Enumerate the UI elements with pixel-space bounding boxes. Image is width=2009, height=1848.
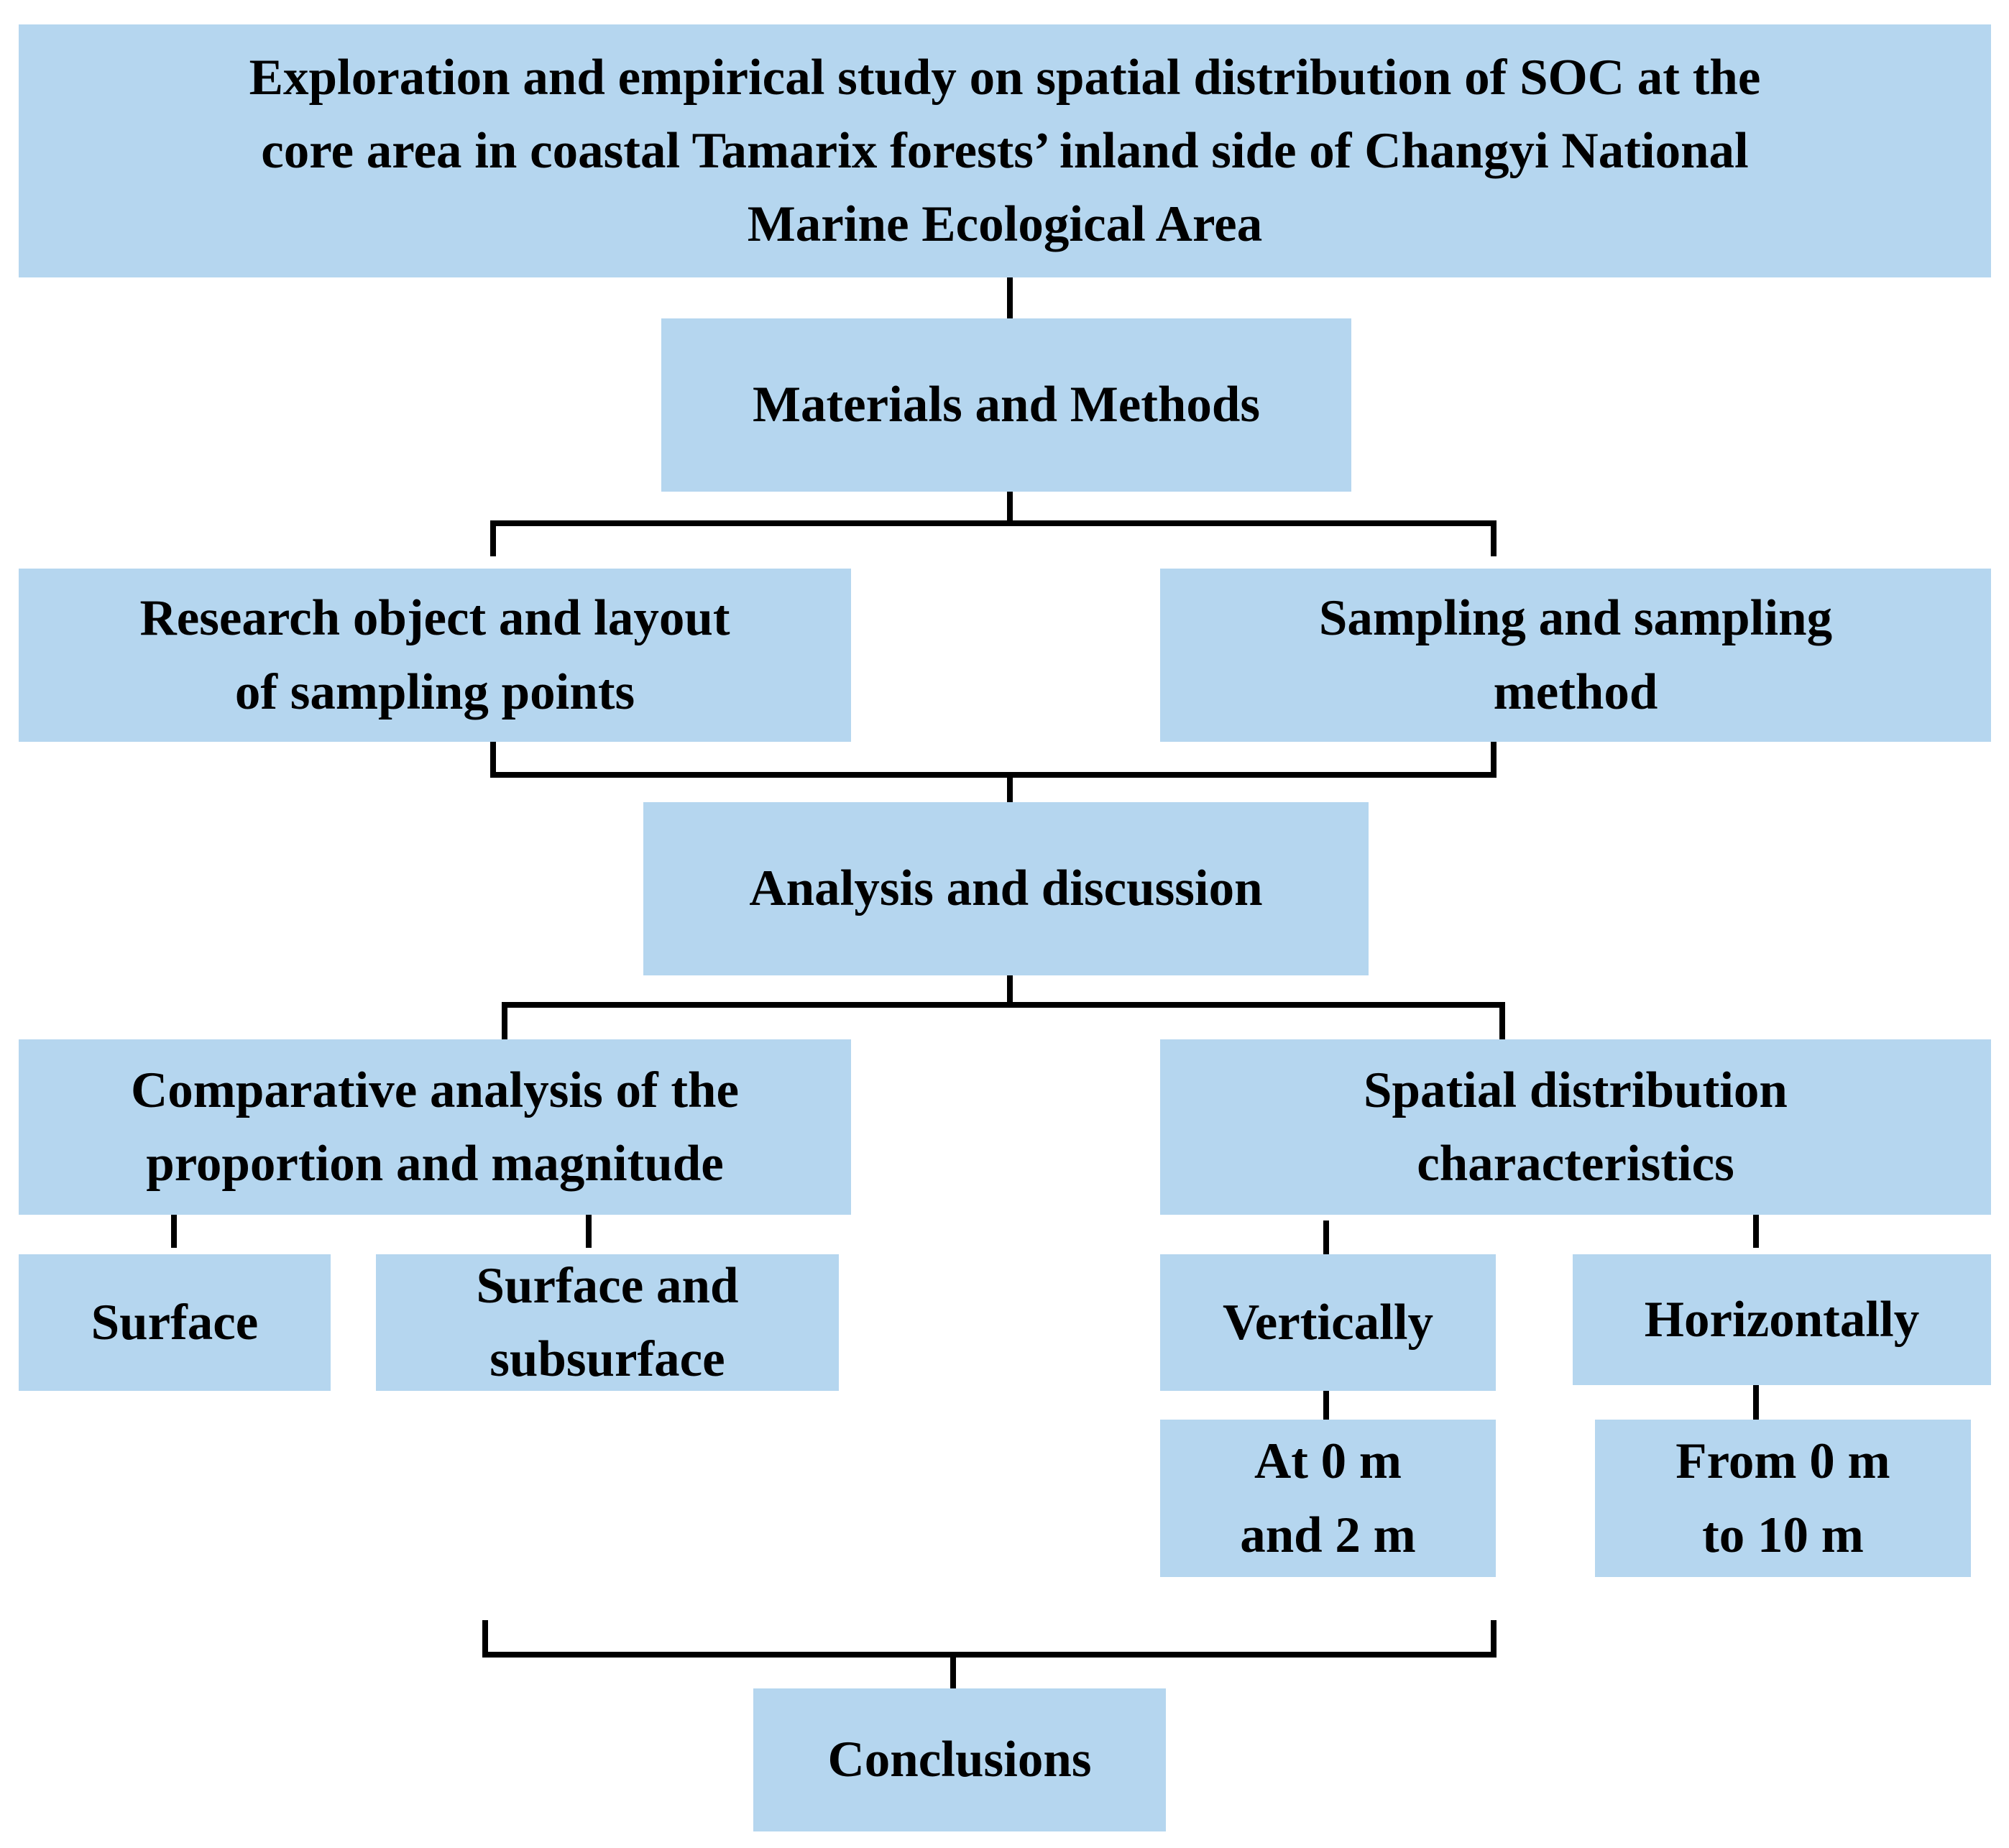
spatial-distribution-line-1: Spatial distribution: [1364, 1062, 1788, 1118]
title-line-3: Marine Ecological Area: [747, 196, 1263, 253]
analysis-discussion-label: Analysis and discussion: [749, 860, 1263, 917]
vertically-box: Vertically: [1160, 1254, 1496, 1391]
spatial-distribution-line-2: characteristics: [1417, 1136, 1734, 1192]
research-object-box: Research object and layout of sampling p…: [19, 569, 851, 742]
vertically-label: Vertically: [1222, 1294, 1434, 1351]
surface-box: Surface: [19, 1254, 331, 1391]
title-line-1: Exploration and empirical study on spati…: [249, 49, 1761, 106]
research-object-line-1: Research object and layout: [139, 590, 730, 647]
conclusions-label: Conclusions: [827, 1732, 1092, 1788]
sampling-method-line-2: method: [1493, 663, 1658, 720]
comparative-analysis-box: Comparative analysis of the proportion a…: [19, 1039, 851, 1215]
comparative-analysis-line-2: proportion and magnitude: [146, 1136, 724, 1192]
at-0m-2m-line-1: At 0 m: [1254, 1433, 1402, 1490]
at-0m-2m-line-2: and 2 m: [1240, 1507, 1416, 1563]
materials-methods-box: Materials and Methods: [661, 318, 1351, 492]
horizontally-box: Horizontally: [1573, 1254, 1991, 1385]
sampling-method-box: Sampling and sampling method: [1160, 569, 1991, 742]
conclusions-box: Conclusions: [753, 1688, 1166, 1831]
surface-subsurface-box: Surface and subsurface: [376, 1254, 839, 1391]
connector-conclusions-bracket: [482, 1620, 1497, 1688]
surface-subsurface-line-1: Surface and: [476, 1257, 739, 1314]
from-0m-10m-line-2: to 10 m: [1702, 1507, 1864, 1563]
connector-materials-bracket: [490, 492, 1497, 556]
research-object-line-2: of sampling points: [234, 663, 635, 720]
at-0m-2m-box: At 0 m and 2 m: [1160, 1420, 1496, 1577]
surface-subsurface-line-2: subsurface: [489, 1331, 725, 1387]
spatial-distribution-box: Spatial distribution characteristics: [1160, 1039, 1991, 1215]
sampling-method-line-1: Sampling and sampling: [1318, 590, 1833, 647]
from-0m-10m-line-1: From 0 m: [1675, 1433, 1890, 1490]
connector-upper-merge-bracket: [490, 742, 1497, 802]
title-line-2: core area in coastal Tamarix forests’ in…: [261, 122, 1749, 179]
comparative-analysis-line-1: Comparative analysis of the: [130, 1062, 740, 1118]
horizontally-label: Horizontally: [1644, 1291, 1920, 1348]
connector-analysis-bracket: [502, 975, 1505, 1039]
from-0m-10m-box: From 0 m to 10 m: [1595, 1420, 1971, 1577]
surface-label: Surface: [91, 1294, 259, 1351]
analysis-discussion-box: Analysis and discussion: [643, 802, 1369, 975]
materials-methods-label: Materials and Methods: [752, 377, 1260, 433]
title-box: Exploration and empirical study on spati…: [19, 24, 1991, 277]
